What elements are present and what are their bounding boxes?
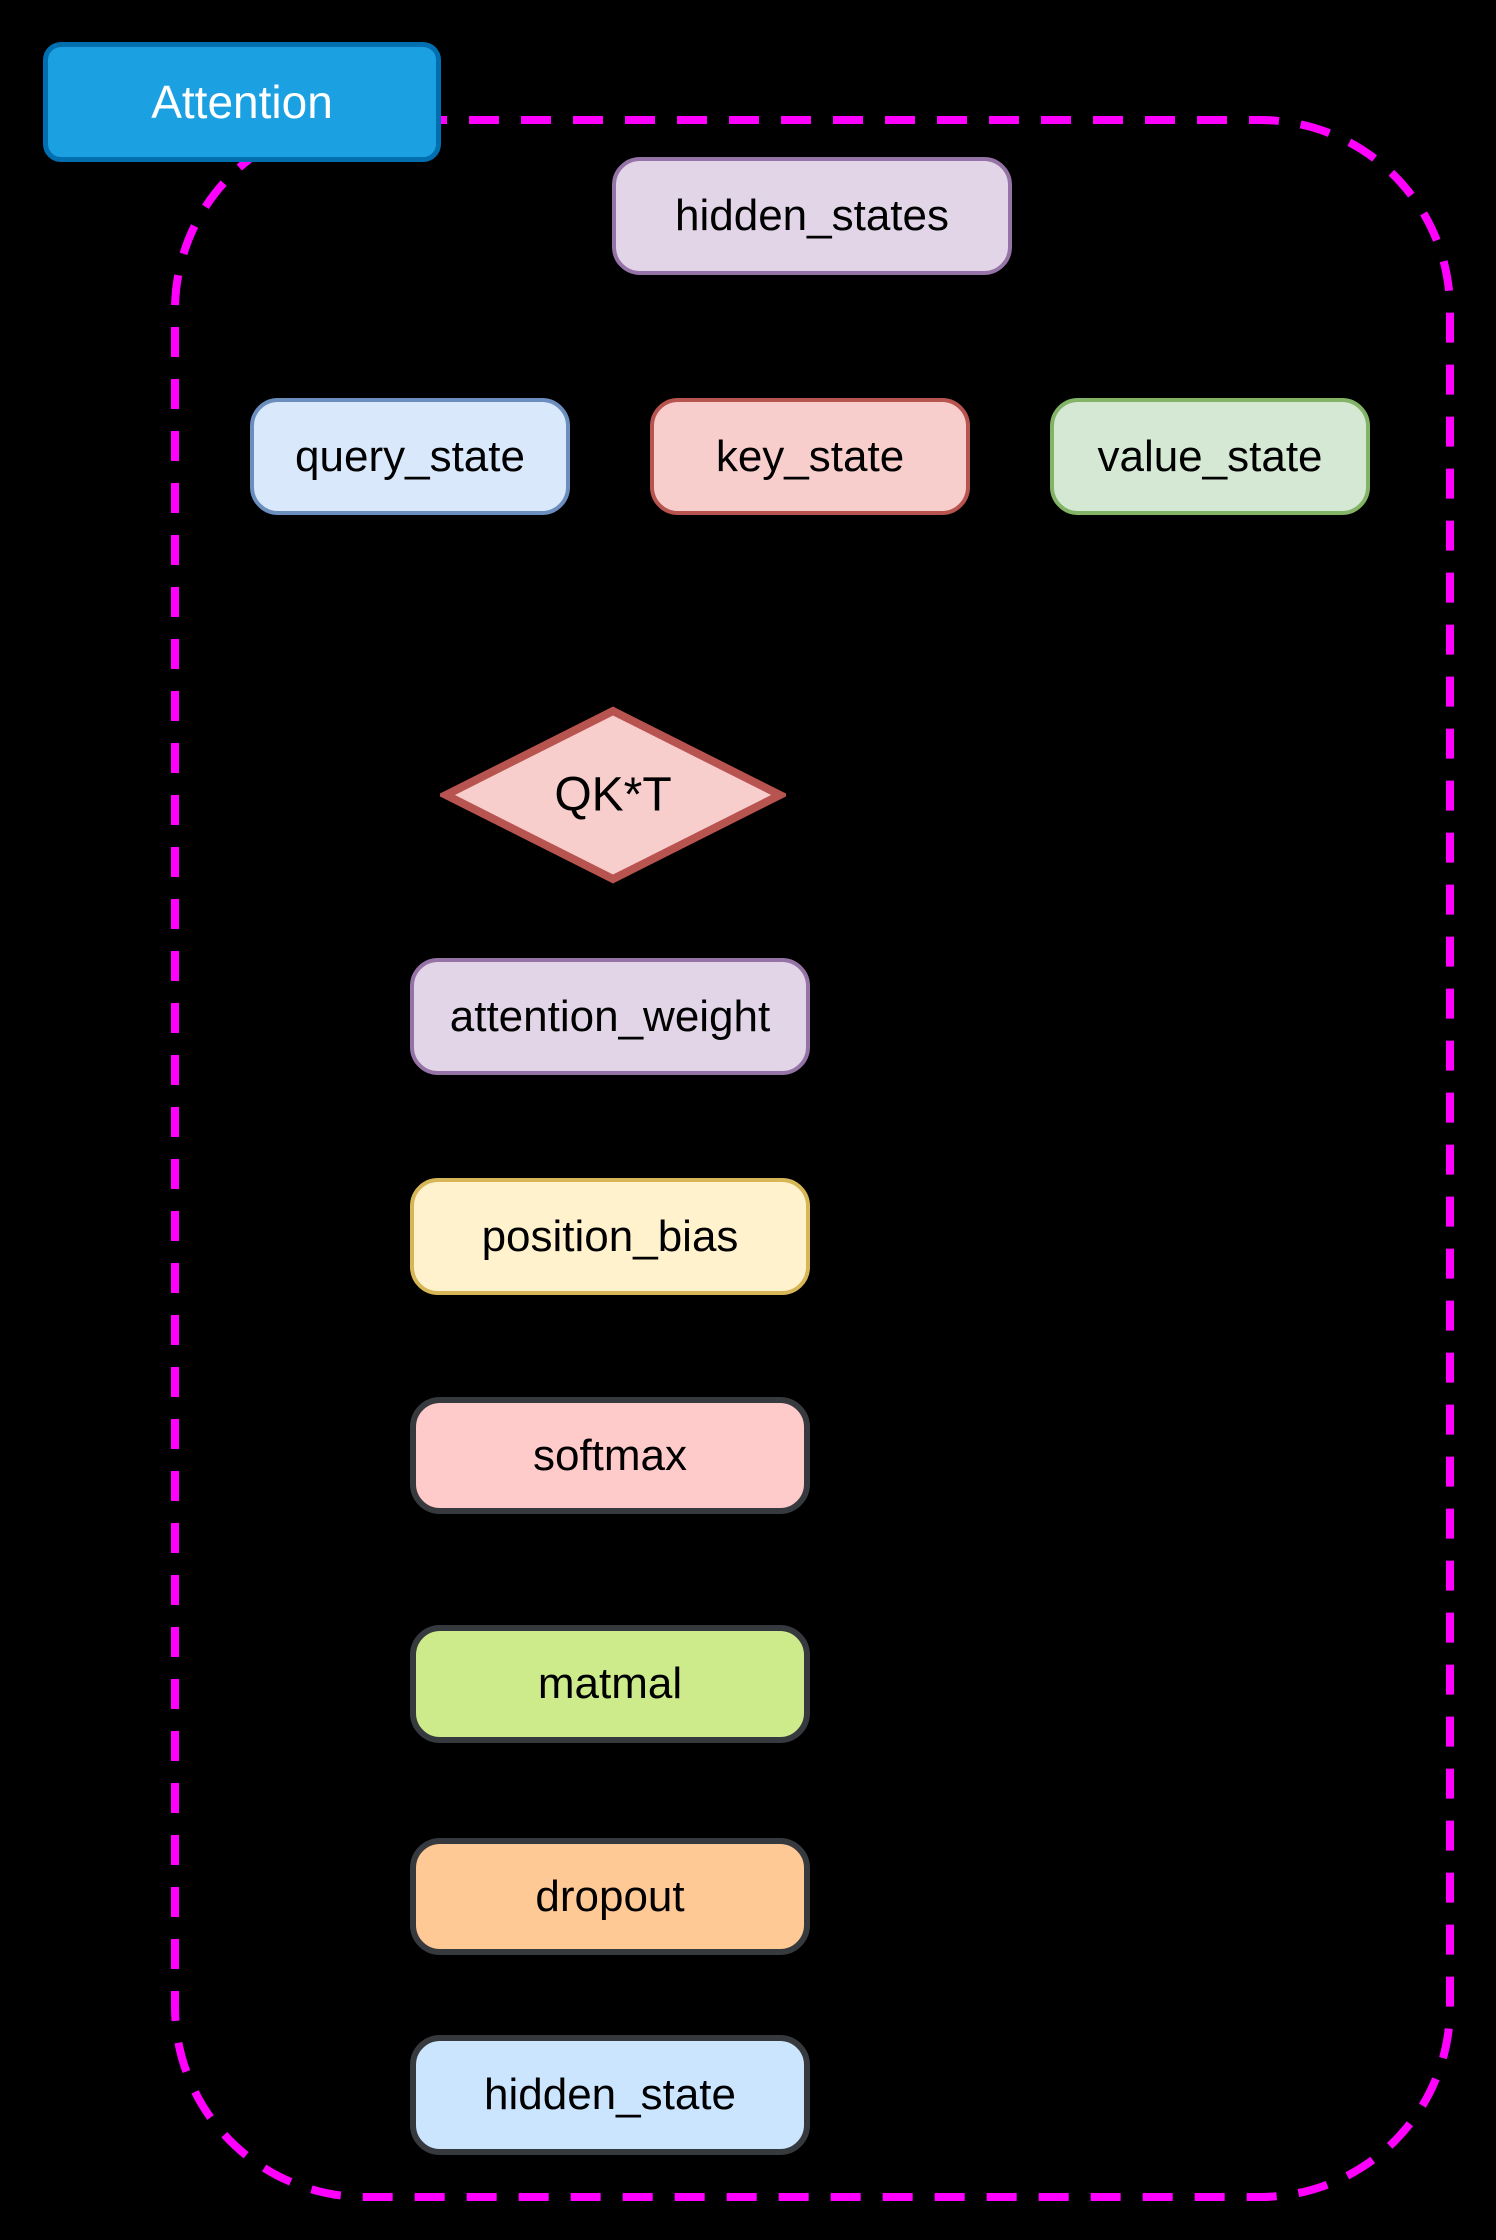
node-hidden-state: hidden_state [410, 2035, 810, 2155]
node-qkt-diamond: QK*T [440, 706, 786, 884]
node-key-state: key_state [650, 398, 970, 515]
node-hidden-states: hidden_states [612, 157, 1012, 275]
node-label: hidden_states [675, 191, 949, 240]
node-softmax: softmax [410, 1397, 810, 1514]
node-label: value_state [1097, 431, 1323, 481]
node-label: QK*T [554, 769, 671, 822]
node-label: matmal [537, 1659, 683, 1708]
node-label: attention_weight [449, 991, 771, 1041]
node-label: dropout [535, 1871, 685, 1921]
diagram-container [171, 116, 1454, 2201]
node-position-bias: position_bias [410, 1178, 810, 1295]
node-query-state: query_state [250, 398, 570, 515]
node-value-state: value_state [1050, 398, 1370, 515]
qkt-diamond-shape [440, 706, 786, 884]
attention-tab-label: Attention [151, 76, 333, 128]
node-label: hidden_state [484, 2070, 736, 2119]
node-attention-weight: attention_weight [410, 958, 810, 1075]
node-label: softmax [532, 1430, 688, 1480]
node-matmal: matmal [410, 1625, 810, 1743]
attention-tab: Attention [43, 42, 441, 162]
diagram-container-border [171, 116, 1454, 2201]
node-label: key_state [715, 431, 905, 481]
node-label: query_state [295, 431, 525, 481]
node-dropout: dropout [410, 1838, 810, 1955]
node-label: position_bias [481, 1211, 739, 1261]
